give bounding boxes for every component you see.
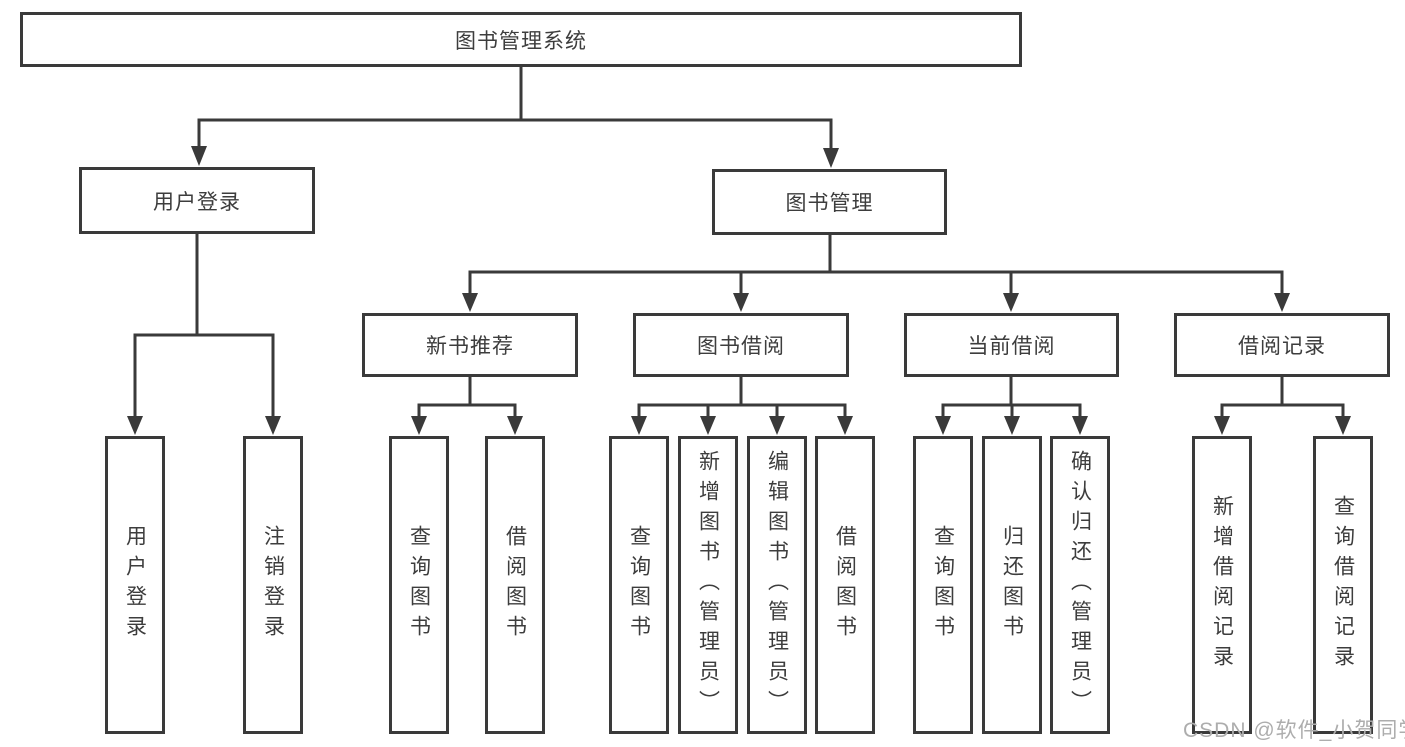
node-query-books-recommend: 查询图书 <box>389 436 449 734</box>
watermark: CSDN @软件_小贺同学 <box>1183 719 1405 742</box>
node-new-book-recommendation: 新书推荐 <box>362 313 578 377</box>
node-query-books-current: 查询图书 <box>913 436 973 734</box>
node-borrowing-records: 借阅记录 <box>1174 313 1390 377</box>
node-add-borrow-record: 新增借阅记录 <box>1192 436 1252 734</box>
node-user-login-leaf: 用户登录 <box>105 436 165 734</box>
node-user-login: 用户登录 <box>79 167 315 234</box>
node-query-books-borrowing: 查询图书 <box>609 436 669 734</box>
node-book-management-system: 图书管理系统 <box>20 12 1022 67</box>
node-book-borrowing: 图书借阅 <box>633 313 849 377</box>
node-book-management: 图书管理 <box>712 169 947 235</box>
node-borrow-books-recommend: 借阅图书 <box>485 436 545 734</box>
node-query-borrow-record: 查询借阅记录 <box>1313 436 1373 734</box>
node-return-books: 归还图书 <box>982 436 1042 734</box>
node-edit-books-admin: 编辑图书（管理员） <box>747 436 807 734</box>
node-add-books-admin: 新增图书（管理员） <box>678 436 738 734</box>
node-current-borrowing: 当前借阅 <box>904 313 1119 377</box>
node-confirm-return-admin: 确认归还（管理员） <box>1050 436 1110 734</box>
node-borrow-books-borrowing: 借阅图书 <box>815 436 875 734</box>
node-logout: 注销登录 <box>243 436 303 734</box>
